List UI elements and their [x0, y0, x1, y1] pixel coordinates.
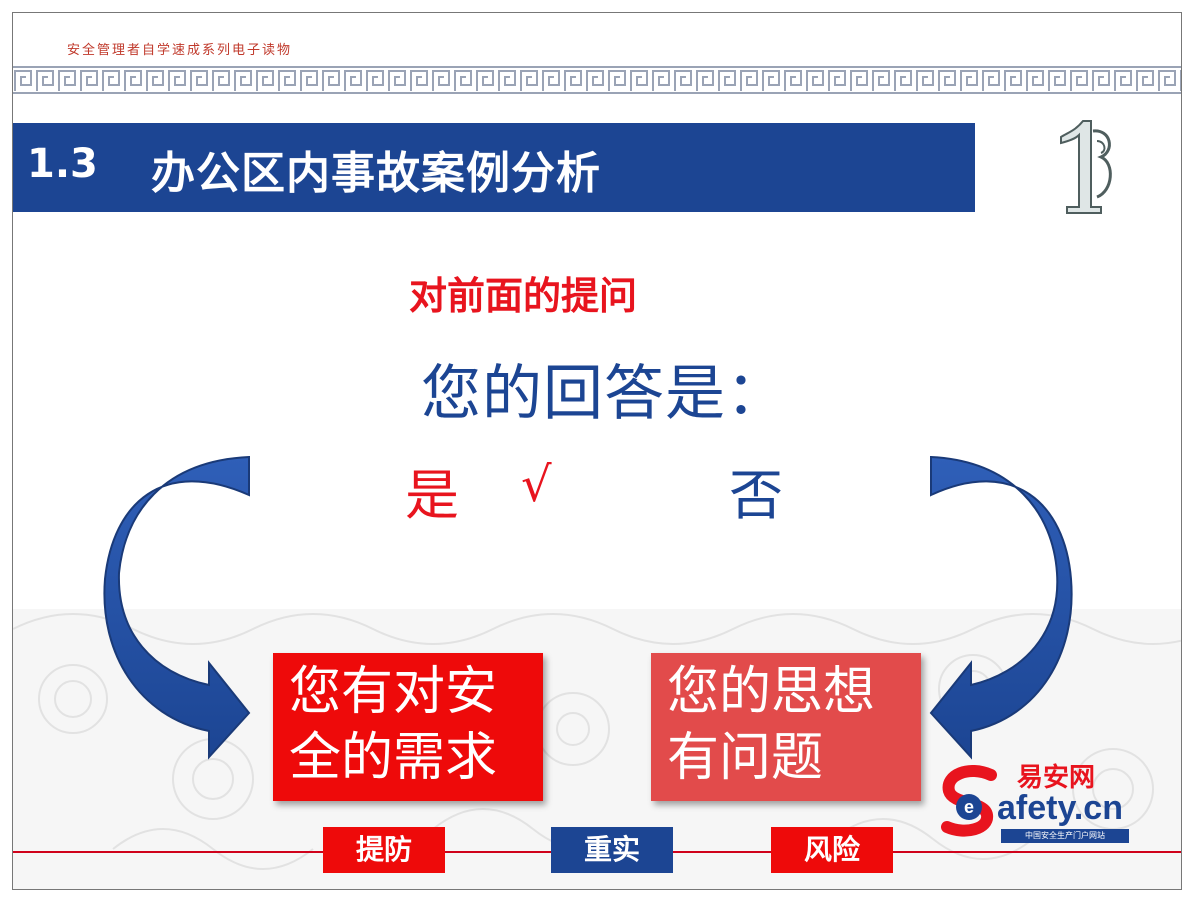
site-logo: e 易安网 afety.cn 中国安全生产门户网站 [939, 753, 1139, 843]
logo-chinese-name: 易安网 [1017, 763, 1096, 793]
svg-text:e: e [964, 797, 974, 817]
keyword-badge: 提防 [323, 827, 445, 873]
right-curved-arrow-icon [929, 455, 1073, 760]
section-title: 办公区内事故案例分析 [151, 148, 601, 199]
chapter-one-ornament-icon [1060, 120, 1112, 214]
section-number: 1.3 [27, 141, 98, 187]
slide: 安全管理者自学速成系列电子读物 1.3 办公区内事故案例分析 对前面的提问 您的… [12, 12, 1182, 890]
no-label: 否 [729, 464, 783, 527]
mindset-problem-box: 您的思想有问题 [651, 653, 921, 801]
title-bar: 1.3 办公区内事故案例分析 [13, 123, 975, 212]
curved-arrows [103, 455, 1073, 760]
logo-wordmark: afety.cn [997, 789, 1123, 827]
series-caption: 安全管理者自学速成系列电子读物 [67, 43, 293, 58]
greek-key-border [13, 65, 1181, 95]
yes-label: 是 [405, 464, 459, 527]
need-for-safety-box: 您有对安全的需求 [273, 653, 543, 801]
question-text: 您的回答是： [421, 359, 787, 429]
check-mark-icon: √ [521, 457, 552, 513]
logo-tagline: 中国安全生产门户网站 [1001, 829, 1129, 843]
keyword-badge: 重实 [551, 827, 673, 873]
left-curved-arrow-icon [103, 455, 251, 760]
safety-s-logo-icon: e [941, 765, 997, 837]
keyword-badge: 风险 [771, 827, 893, 873]
prompt-text: 对前面的提问 [409, 274, 638, 318]
